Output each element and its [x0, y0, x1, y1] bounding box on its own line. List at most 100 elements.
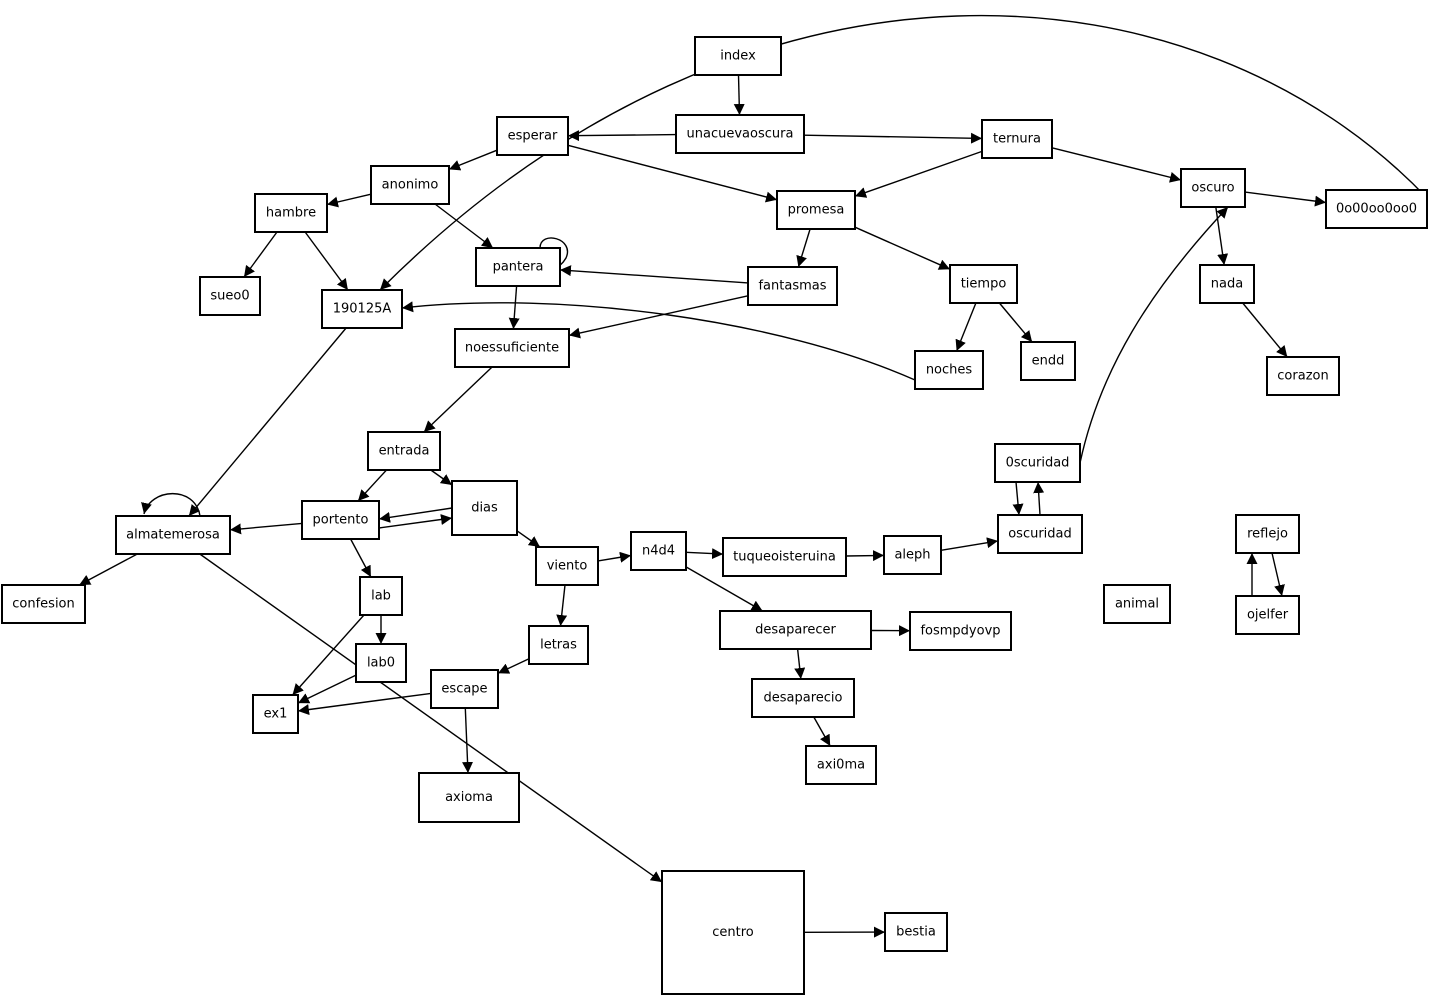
node-almatemerosa[interactable]: almatemerosa: [115, 515, 231, 555]
node-label: esperar: [508, 129, 558, 144]
node-dias[interactable]: dias: [451, 480, 518, 536]
node-box: [747, 266, 838, 306]
node-n4d4[interactable]: n4d4: [630, 531, 687, 571]
node-label: oscuridad: [1008, 527, 1072, 542]
node-endd[interactable]: endd: [1020, 341, 1076, 381]
node-ex1[interactable]: ex1: [252, 694, 299, 734]
node-label: escape: [441, 682, 487, 697]
node-hambre[interactable]: hambre: [254, 193, 328, 233]
node-lab0[interactable]: lab0: [355, 643, 407, 683]
node-label: lab: [371, 589, 391, 604]
node-label: ojelfer: [1247, 608, 1289, 623]
node-corazon[interactable]: corazon: [1266, 356, 1340, 396]
node-label: corazon: [1277, 369, 1328, 384]
node-box: [914, 350, 984, 390]
node-index[interactable]: index: [694, 36, 782, 76]
node-letras[interactable]: letras: [528, 625, 589, 665]
node-portento[interactable]: portento: [301, 500, 380, 540]
node-noessuficiente[interactable]: noessuficiente: [454, 328, 570, 368]
node-ternura[interactable]: ternura: [981, 119, 1053, 159]
node-anonimo[interactable]: anonimo: [370, 165, 450, 205]
edge-noches-to-190125a: [401, 301, 916, 381]
node-label: dias: [471, 501, 498, 516]
node-centro[interactable]: centro: [661, 870, 805, 995]
node-fosmpdyovp[interactable]: fosmpdyovp: [909, 611, 1012, 651]
node-box: [355, 643, 407, 683]
node-box: [370, 165, 450, 205]
node-label: n4d4: [642, 544, 675, 559]
node-box: [367, 431, 441, 471]
edge-portento-to-lab: [349, 538, 372, 578]
node-pantera[interactable]: pantera: [475, 247, 561, 287]
node-190125a[interactable]: 190125A: [321, 289, 403, 329]
node-label: 0o00oo0oo0: [1336, 202, 1417, 217]
node-label: tiempo: [961, 277, 1007, 292]
edge-almatemerosa-to-almatemerosa: [141, 493, 201, 517]
node-label: ternura: [993, 132, 1041, 147]
node-noches[interactable]: noches: [914, 350, 984, 390]
node-bestia[interactable]: bestia: [884, 912, 948, 952]
node-desaparecio[interactable]: desaparecio: [751, 678, 855, 718]
node-fantasmas[interactable]: fantasmas: [747, 266, 838, 306]
edge-promesa-to-fantasmas: [796, 228, 811, 268]
edge-aleph-to-oscuridad: [940, 537, 999, 551]
node-box: [535, 546, 599, 586]
node-sueo0[interactable]: sueo0: [199, 276, 261, 316]
node-esperar[interactable]: esperar: [496, 116, 569, 156]
node-label: oscuro: [1191, 181, 1234, 196]
node-axi0ma[interactable]: axi0ma: [805, 745, 877, 785]
node-0scuridad[interactable]: 0scuridad: [994, 443, 1081, 483]
node-label: desaparecio: [764, 691, 843, 706]
node-desaparecer[interactable]: desaparecer: [719, 610, 872, 650]
node-tuqueoisteruina[interactable]: tuqueoisteruina: [722, 537, 847, 577]
edge-n4d4-to-tuqueoisteruina: [685, 548, 724, 560]
node-axioma[interactable]: axioma: [418, 772, 520, 823]
edge-esperar-to-promesa: [567, 144, 778, 203]
node-label: pantera: [493, 260, 544, 275]
edge-almatemerosa-to-confesion: [78, 553, 138, 586]
node-box: [1180, 168, 1246, 208]
node-reflejo[interactable]: reflejo: [1235, 514, 1300, 554]
node-label: fosmpdyovp: [920, 624, 1000, 639]
edge-reflejo-to-ojelfer: [1271, 552, 1285, 597]
edge-viento-to-n4d4: [597, 551, 632, 563]
node-lab[interactable]: lab: [359, 576, 403, 616]
edge-noessuficiente-to-entrada: [423, 366, 493, 433]
node-ojelfer[interactable]: ojelfer: [1235, 595, 1300, 635]
node-label: fantasmas: [758, 279, 826, 294]
node-promesa[interactable]: promesa: [776, 190, 856, 230]
node-box: [418, 772, 520, 823]
node-label: index: [720, 49, 756, 64]
node-viento[interactable]: viento: [535, 546, 599, 586]
node-nada[interactable]: nada: [1199, 264, 1255, 304]
node-label: centro: [712, 925, 754, 940]
node-box: [722, 537, 847, 577]
node-oscuridad[interactable]: oscuridad: [997, 514, 1083, 554]
node-confesion[interactable]: confesion: [1, 584, 86, 624]
node-0o00oo0oo0[interactable]: 0o00oo0oo0: [1325, 189, 1428, 229]
node-box: [454, 328, 570, 368]
node-oscuro[interactable]: oscuro: [1180, 168, 1246, 208]
edge-escape-to-ex1: [297, 692, 432, 716]
node-box: [719, 610, 872, 650]
node-box: [1266, 356, 1340, 396]
node-animal[interactable]: animal: [1103, 584, 1171, 624]
node-aleph[interactable]: aleph: [883, 535, 942, 575]
edge-anonimo-to-pantera: [434, 203, 494, 249]
node-box: [1, 584, 86, 624]
edge-ternura-to-oscuro: [1051, 147, 1182, 183]
edge-entrada-to-dias: [430, 469, 453, 486]
edge-hambre-to-sueo0: [243, 231, 278, 278]
edge-fantasmas-to-noessuficiente: [568, 295, 749, 339]
node-box: [981, 119, 1053, 159]
node-tiempo[interactable]: tiempo: [949, 264, 1018, 304]
node-label: lab0: [367, 656, 395, 671]
node-box: [321, 289, 403, 329]
node-box: [949, 264, 1018, 304]
node-box: [301, 500, 380, 540]
node-unacuevaoscura[interactable]: unacuevaoscura: [675, 114, 805, 154]
edge-desaparecer-to-desaparecio: [794, 648, 806, 680]
node-escape[interactable]: escape: [430, 669, 499, 709]
node-entrada[interactable]: entrada: [367, 431, 441, 471]
